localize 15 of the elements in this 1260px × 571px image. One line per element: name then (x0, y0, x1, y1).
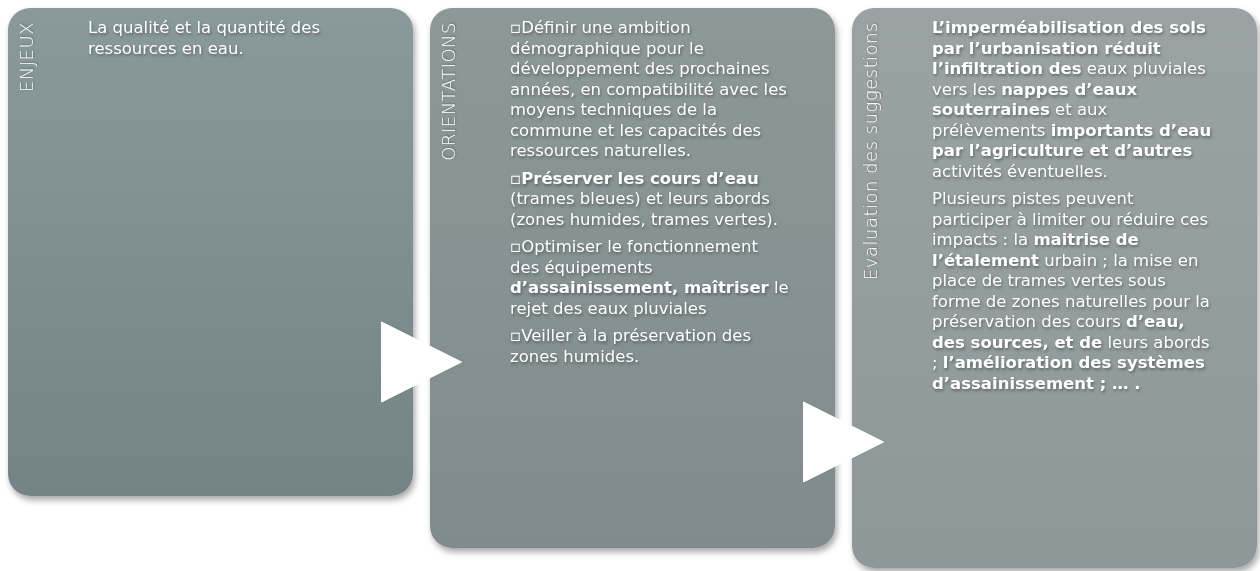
paragraph: La qualité et la quantité des ressources en eau. (88, 18, 322, 59)
paragraph: ▫Optimiser le fonctionnement des équipements d’assainissement, maîtriser le rejet des eaux pluviales (510, 237, 790, 319)
paragraph: L’imperméabilisation des sols par l’urbanisation réduit l’infiltration des eaux pluviales vers les nappes d’eaux souterraines et aux prélèvements importants d’eau par l’agriculture et d’autres activités éventuelles. (932, 18, 1212, 182)
paragraph: Plusieurs pistes peuvent participer à limiter ou réduire ces impacts : la maitrise de l’étalement urbain ; la mise en place de trames vertes sous forme de zones naturelles pour la préservation des cours d’eau, des sources, et de leurs abords ; l’amélioration des systèmes d’assainissement ; … . (932, 189, 1211, 394)
panel-heading: ORIENTATIONS (438, 22, 459, 161)
process-box (852, 8, 1257, 568)
panel-heading: ENJEUX (16, 22, 37, 93)
chevron-arrow (803, 401, 884, 483)
chevron-arrow (381, 321, 462, 403)
paragraph: ▫Veiller à la préservation des zones humides. (510, 326, 753, 367)
paragraph: ▫Définir une ambition démographique pour le développement des prochaines années, en compatibilité avec les moyens techniques de la commune et les capacités des ressources naturelles. (510, 18, 788, 162)
paragraph: ▫Préserver les cours d’eau (trames bleues) et leurs abords (zones humides, trames vertes). (510, 168, 779, 230)
process-box (8, 8, 413, 496)
process-box (430, 8, 835, 548)
panel-heading: Evaluation des suggestions (860, 22, 881, 280)
